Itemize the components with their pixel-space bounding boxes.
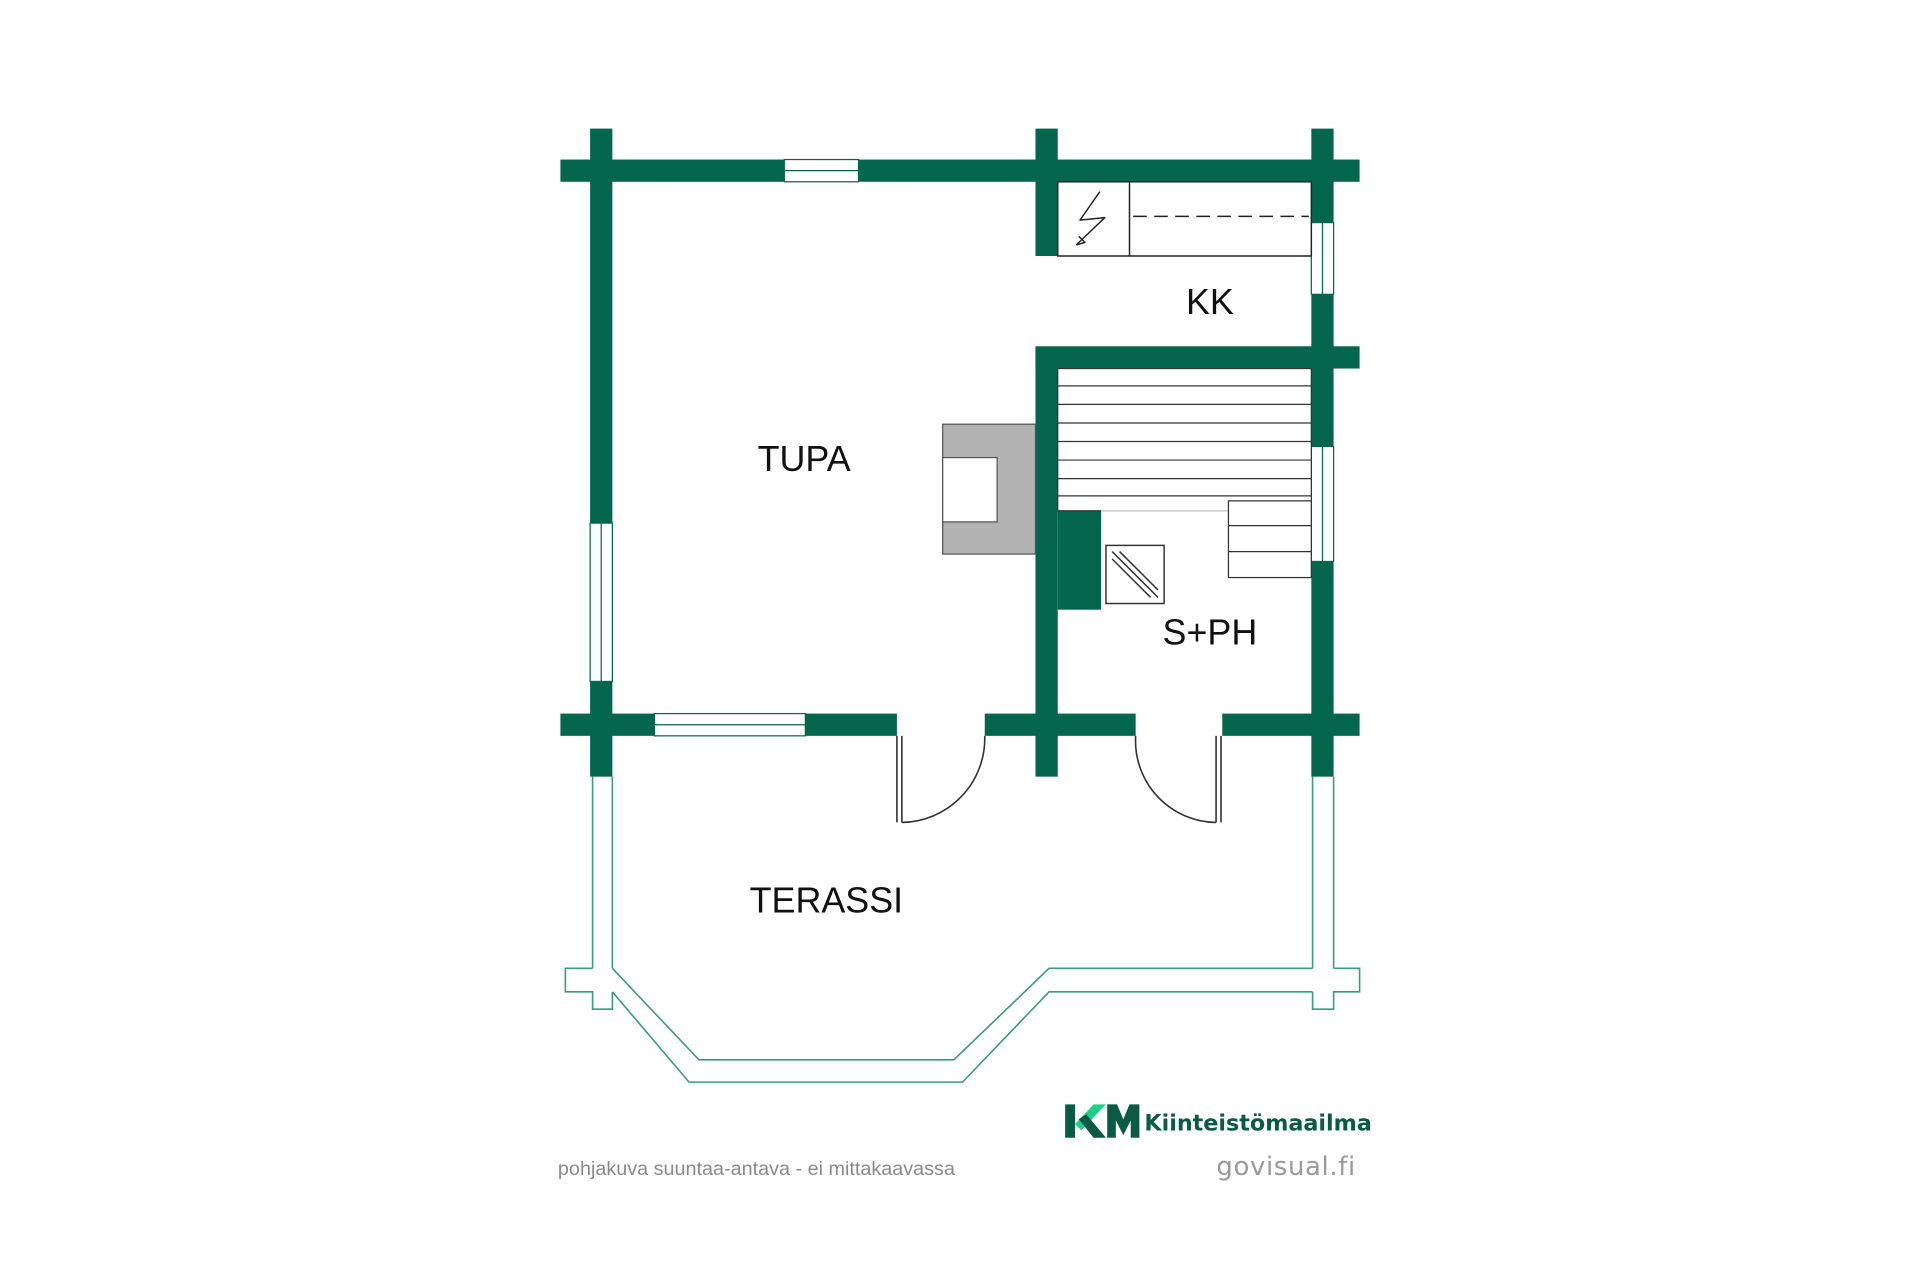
door-tupa [896,735,986,824]
sauna-heater-icon [1105,544,1165,605]
room-label-sph: S+PH [1163,612,1258,652]
brand-name: Kiinteistömaailma [1144,1110,1372,1136]
kitchen-counter [1056,181,1313,257]
room-label-tupa: TUPA [758,439,851,479]
terrace-outline [564,776,1361,1083]
window-kk [1310,221,1335,295]
room-label-terassi: TERASSI [750,881,903,921]
walls [560,128,1360,777]
credit-text: govisual.fi [1216,1152,1356,1182]
fireplace [942,423,1037,555]
kiinteistomaailma-logo: Kiinteistömaailma [1065,1104,1372,1138]
room-label-kk: KK [1186,282,1234,322]
window-sauna [1310,445,1335,563]
window-bottom [653,712,806,737]
sauna-benches [1057,367,1312,579]
disclaimer-text: pohjakuva suuntaa-antava - ei mittakaava… [558,1158,955,1180]
window-left [589,522,613,683]
window-top [783,158,860,183]
door-sauna [1134,735,1222,824]
lightning-stove-icon [1075,191,1106,246]
